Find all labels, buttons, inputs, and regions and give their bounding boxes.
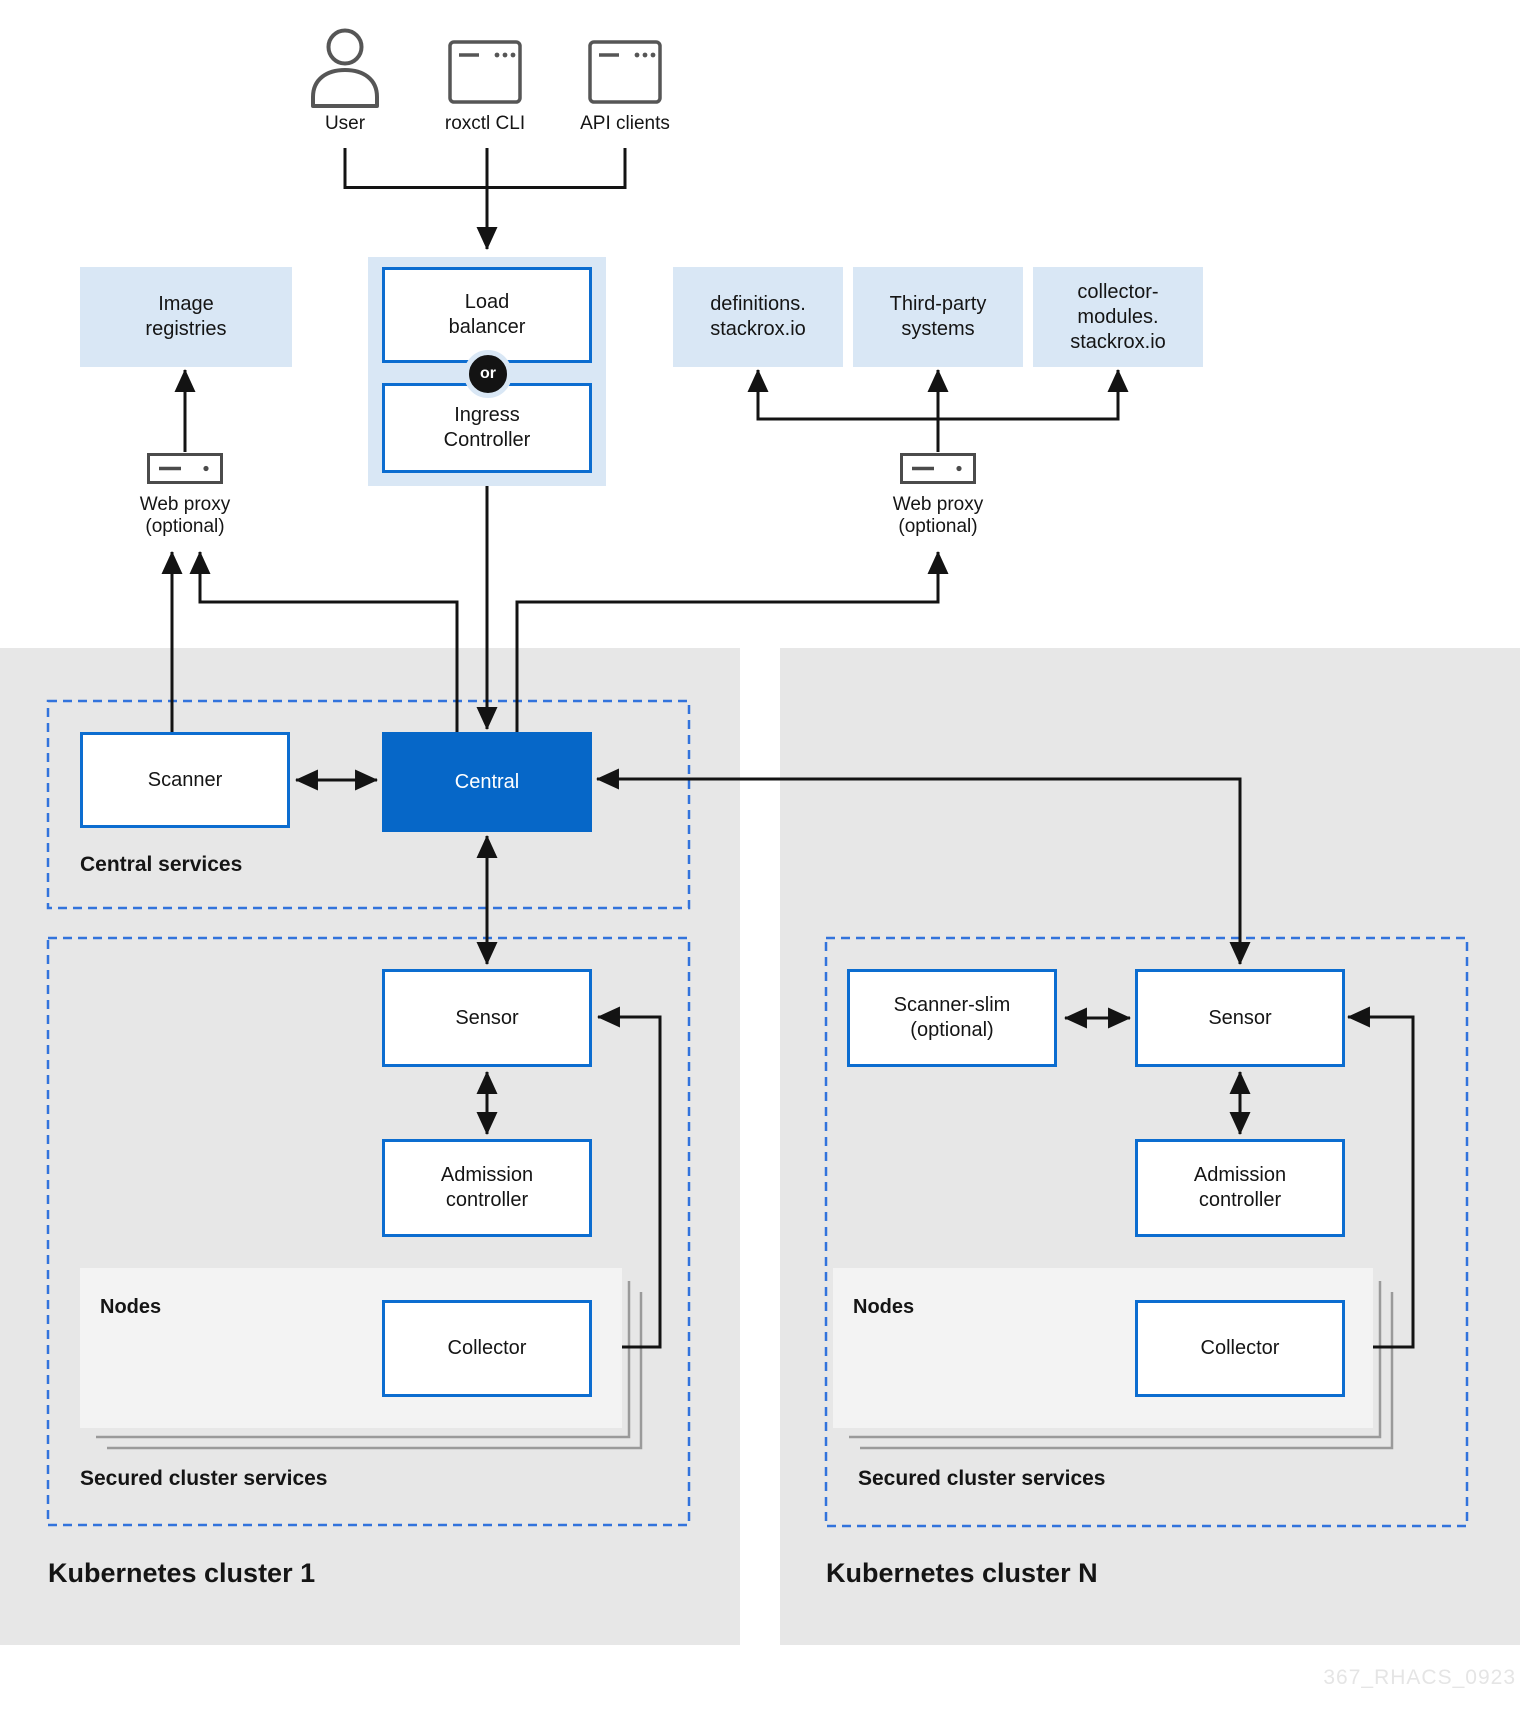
central-services-label: Central services <box>80 853 243 876</box>
collector-modules-box: collector- modules. stackrox.io <box>1033 267 1203 367</box>
scanner-slim-line2: (optional) <box>910 1019 994 1041</box>
load-balancer-line2: balancer <box>448 316 526 338</box>
admission1-line2: controller <box>445 1189 529 1211</box>
user-label: User <box>324 113 366 134</box>
third-party-line1: Third-party <box>889 293 987 315</box>
ingress-controller-box: Ingress Controller <box>382 383 592 473</box>
load-balancer-line1: Load <box>464 291 510 313</box>
secured-services-label-clusterN: Secured cluster services <box>858 1467 1106 1490</box>
web-proxy-right-icon <box>900 453 976 484</box>
cluster1-title: Kubernetes cluster 1 <box>48 1558 316 1588</box>
image-registries-line2: registries <box>145 318 227 340</box>
api-clients-icon <box>588 40 662 104</box>
roxctl-cli-label: roxctl CLI <box>444 113 526 134</box>
sensor-box-cluster1: Sensor <box>382 969 592 1067</box>
roxctl-cli-icon <box>448 40 522 104</box>
conn-central-sensorN <box>596 768 1251 965</box>
collector-box-cluster1: Collector <box>382 1300 592 1397</box>
load-balancer-box: Load balancer <box>382 267 592 363</box>
nodesN-stack-line-1 <box>849 1281 1382 1439</box>
ingress-controller-line1: Ingress <box>454 404 520 426</box>
figure-id-watermark: 367_RHACS_0923 <box>1323 1666 1516 1689</box>
or-badge: or <box>464 350 512 398</box>
web-proxy-left-title: Web proxy <box>139 494 231 515</box>
sensor-box-clusterN: Sensor <box>1135 969 1345 1067</box>
conn-central-to-left-proxy <box>189 551 459 732</box>
secured-cluster1-dashed-border <box>46 936 691 1527</box>
third-party-line2: systems <box>901 318 975 340</box>
nodes1-stack-line-2 <box>107 1292 643 1450</box>
ingress-controller-line2: Controller <box>443 429 531 451</box>
collector-modules-line3: stackrox.io <box>1070 330 1166 353</box>
admissionN-line2: controller <box>1198 1189 1282 1211</box>
admission1-line1: Admission <box>440 1164 534 1186</box>
nodesN-stack-line-2 <box>860 1292 1394 1450</box>
web-proxy-left-icon <box>147 453 223 484</box>
scanner-slim-box-clusterN: Scanner-slim (optional) <box>847 969 1057 1067</box>
image-registries-box: Image registries <box>80 267 292 367</box>
web-proxy-right-note: (optional) <box>898 516 978 537</box>
nodes1-stack-line-1 <box>96 1281 631 1439</box>
admission-controller-box-cluster1: Admission controller <box>382 1139 592 1237</box>
secured-services-label-cluster1: Secured cluster services <box>80 1467 328 1490</box>
web-proxy-left-note: (optional) <box>145 516 225 537</box>
collector-modules-line1: collector- <box>1077 280 1159 303</box>
scanner-slim-line1: Scanner-slim <box>893 994 1011 1016</box>
admissionN-line1: Admission <box>1193 1164 1287 1186</box>
web-proxy-right-title: Web proxy <box>892 494 984 515</box>
conn-central-to-right-proxy <box>515 551 949 732</box>
central-services-dashed-border <box>46 699 691 910</box>
conn-sensor1-collector1 <box>597 1006 662 1358</box>
admission-controller-box-clusterN: Admission controller <box>1135 1139 1345 1237</box>
definitions-line1: definitions. <box>710 293 806 315</box>
definitions-line2: stackrox.io <box>710 318 806 340</box>
web-proxy-left-label: Web proxy (optional) <box>105 494 265 538</box>
conn-sensorN-collectorN <box>1347 1006 1415 1358</box>
nodes-label-cluster1: Nodes <box>100 1296 162 1318</box>
collector-box-clusterN: Collector <box>1135 1300 1345 1397</box>
image-registries-line1: Image <box>158 293 214 315</box>
collector-modules-line2: modules. <box>1077 305 1159 328</box>
clusterN-title: Kubernetes cluster N <box>826 1558 1098 1588</box>
third-party-systems-box: Third-party systems <box>853 267 1023 367</box>
scanner-box: Scanner <box>80 732 290 828</box>
definitions-stackrox-box: definitions. stackrox.io <box>673 267 843 367</box>
user-icon <box>311 28 379 108</box>
web-proxy-right-label: Web proxy (optional) <box>858 494 1018 538</box>
central-box: Central <box>382 732 592 832</box>
nodes-label-clusterN: Nodes <box>853 1296 915 1318</box>
api-clients-label: API clients <box>580 113 670 134</box>
